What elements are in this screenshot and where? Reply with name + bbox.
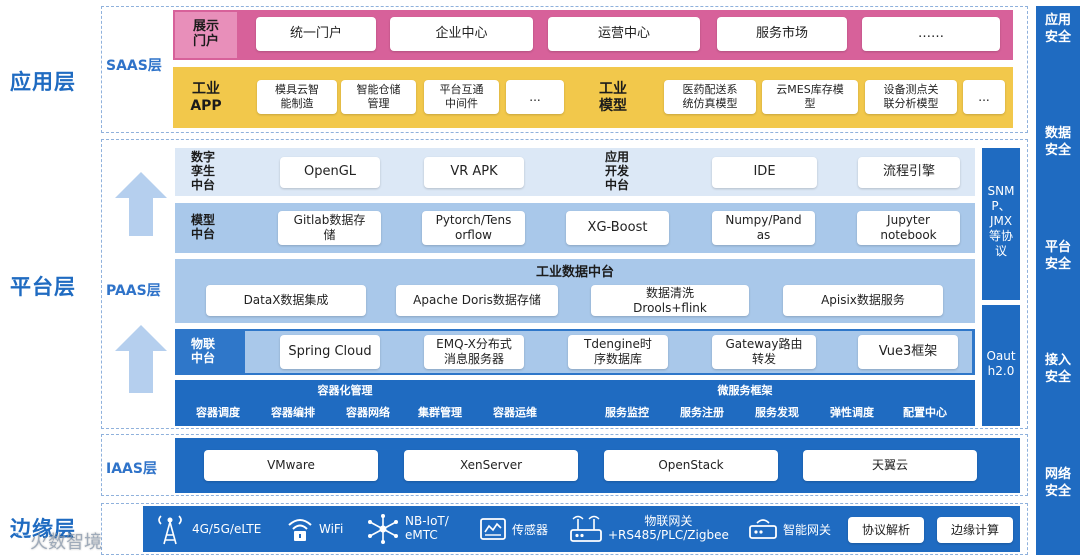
- data-item[interactable]: 数据清洗 Drools+flink: [591, 285, 749, 316]
- iaas-item[interactable]: VMware: [204, 450, 378, 481]
- gateway-icon: [749, 519, 777, 539]
- edge-frame: [101, 503, 1028, 555]
- appdev-item[interactable]: IDE: [712, 157, 817, 188]
- network-hub-icon: [368, 514, 398, 544]
- up-arrow-icon: [115, 172, 167, 236]
- edge-label: 智能网关: [783, 522, 832, 537]
- layer-label-platform: 平台层: [10, 275, 76, 299]
- sensor-icon: [480, 518, 506, 540]
- industrial-app-item[interactable]: 平台互通 中间件: [424, 80, 499, 114]
- router-icon: [570, 515, 602, 542]
- portal-item[interactable]: 运营中心: [548, 17, 700, 51]
- container-item: 容器调度: [196, 406, 240, 419]
- security-column: [1036, 6, 1080, 555]
- container-item: 容器编排: [271, 406, 315, 419]
- wifi-lock-icon: [288, 519, 312, 541]
- model-item[interactable]: Gitlab数据存 储: [278, 211, 381, 245]
- watermark-logo-icon: [5, 531, 25, 551]
- model-item[interactable]: XG-Boost: [566, 211, 669, 245]
- data-item[interactable]: Apache Doris数据存储: [396, 285, 558, 316]
- watermark-text: 火数智境: [30, 532, 102, 553]
- iot-item[interactable]: Spring Cloud: [280, 335, 380, 369]
- portal-item[interactable]: 企业中心: [390, 17, 533, 51]
- security-item: 接入 安全: [1044, 353, 1071, 385]
- edge-item-sensor: 传感器: [478, 513, 548, 545]
- edge-item-iot-gateway: 物联网关 +RS485/PLC/Zigbee: [568, 510, 729, 548]
- portal-item[interactable]: ……: [862, 17, 1000, 51]
- iaas-item[interactable]: XenServer: [404, 450, 578, 481]
- data-title: 工业数据中台: [535, 264, 614, 280]
- iaas-item[interactable]: OpenStack: [604, 450, 778, 481]
- edge-item-smart-gateway: 智能网关: [747, 513, 831, 545]
- industrial-app-item[interactable]: ...: [506, 80, 564, 114]
- security-item: 应用 安全: [1044, 13, 1071, 45]
- edge-compute-button[interactable]: 边缘计算: [937, 517, 1013, 543]
- container-item: 容器网络: [346, 406, 390, 419]
- twin-header: 数字 孪生 中台: [190, 150, 215, 192]
- twin-item[interactable]: VR APK: [424, 157, 524, 188]
- model-item[interactable]: Numpy/Pand as: [712, 211, 815, 245]
- portal-item[interactable]: 统一门户: [256, 17, 376, 51]
- security-item: 平台 安全: [1044, 240, 1071, 272]
- protocol-parse-button[interactable]: 协议解析: [848, 517, 924, 543]
- protocols-panel: SNM P、 JMX 等协 议: [982, 148, 1020, 300]
- edge-item-wifi: WiFi: [285, 513, 343, 545]
- micro-item: 服务发现: [755, 406, 799, 419]
- container-item: 容器运维: [493, 406, 537, 419]
- edge-label: 物联网关 +RS485/PLC/Zigbee: [608, 514, 729, 542]
- layer-label-edge: 边缘层: [10, 517, 76, 541]
- iaas-item[interactable]: 天翼云: [803, 450, 977, 481]
- saas-label: SAAS层: [106, 58, 162, 74]
- portal-item[interactable]: 服务市场: [717, 17, 847, 51]
- edge-item-cellular: 4G/5G/eLTE: [152, 513, 261, 545]
- iaas-frame: [101, 434, 1028, 496]
- container-title: 容器化管理: [317, 383, 373, 397]
- appdev-item[interactable]: 流程引擎: [858, 157, 960, 188]
- security-item: 数据 安全: [1044, 126, 1071, 158]
- iot-header: 物联 中台: [190, 337, 215, 365]
- micro-item: 服务注册: [680, 406, 724, 419]
- iot-item[interactable]: Vue3框架: [858, 335, 958, 369]
- paas-frame: [101, 139, 1028, 429]
- industrial-app-item[interactable]: 模具云智 能制造: [257, 80, 337, 114]
- model-header: 模型 中台: [190, 213, 215, 241]
- model-item[interactable]: Jupyter notebook: [857, 211, 960, 245]
- edge-label: WiFi: [319, 522, 344, 536]
- edge-label: NB-IoT/ eMTC: [405, 514, 449, 542]
- security-item: 网络 安全: [1044, 467, 1071, 499]
- paas-label: PAAS层: [106, 283, 161, 299]
- saas-frame: [101, 6, 1028, 133]
- industrial-model-item[interactable]: 医药配送系 统仿真模型: [664, 80, 756, 114]
- edge-item-nbiot: NB-IoT/ eMTC: [365, 510, 449, 548]
- data-item[interactable]: DataX数据集成: [206, 285, 366, 316]
- industrial-model-header: 工业 模型: [599, 81, 627, 114]
- twin-item[interactable]: OpenGL: [280, 157, 380, 188]
- iaas-label: IAAS层: [106, 461, 157, 477]
- iot-item[interactable]: EMQ-X分布式 消息服务器: [424, 335, 524, 369]
- industrial-model-item[interactable]: ...: [963, 80, 1005, 114]
- micro-item: 弹性调度: [830, 406, 874, 419]
- container-item: 集群管理: [418, 406, 462, 419]
- industrial-model-item[interactable]: 设备测点关 联分析模型: [865, 80, 957, 114]
- data-item[interactable]: Apisix数据服务: [783, 285, 943, 316]
- layer-label-app: 应用层: [10, 70, 76, 94]
- micro-item: 配置中心: [903, 406, 947, 419]
- iot-item[interactable]: Gateway路由 转发: [712, 335, 816, 369]
- industrial-model-item[interactable]: 云MES库存模 型: [762, 80, 858, 114]
- appdev-header: 应用 开发 中台: [604, 150, 629, 192]
- iot-item[interactable]: Tdengine时 序数据库: [568, 335, 668, 369]
- display-portal-header: 展示 门户: [175, 12, 237, 58]
- signal-tower-icon: [158, 515, 182, 545]
- edge-label: 传感器: [512, 522, 549, 537]
- oauth-panel: Oaut h2.0: [982, 305, 1020, 426]
- industrial-app-header: 工业 APP: [190, 81, 222, 114]
- up-arrow-icon: [115, 325, 167, 393]
- edge-label: 4G/5G/eLTE: [192, 522, 262, 536]
- container-band: [175, 380, 975, 426]
- model-item[interactable]: Pytorch/Tens orflow: [422, 211, 525, 245]
- micro-title: 微服务框架: [717, 383, 773, 397]
- industrial-app-item[interactable]: 智能仓储 管理: [341, 80, 416, 114]
- watermark: 火数智境: [4, 528, 102, 554]
- micro-item: 服务监控: [605, 406, 649, 419]
